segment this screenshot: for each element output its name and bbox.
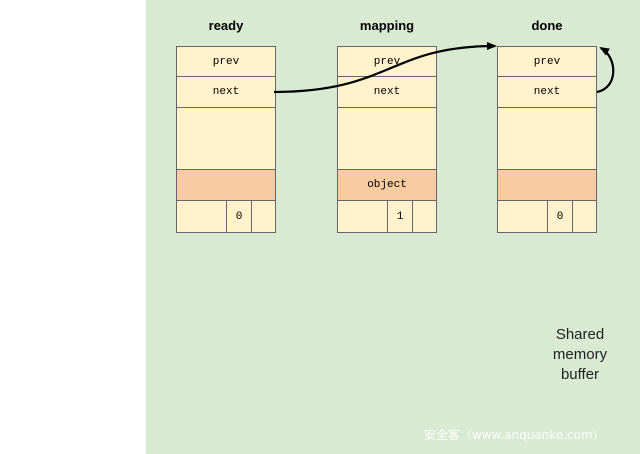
node-body — [498, 108, 596, 170]
node-title-done: done — [531, 18, 563, 33]
node-mapping: prev next object 1 — [337, 46, 437, 233]
node-body — [338, 108, 436, 170]
label-line: Shared — [555, 326, 605, 343]
node-title-mapping: mapping — [359, 18, 415, 33]
object-band — [177, 170, 275, 201]
ref-counter: 0 — [226, 201, 252, 232]
shared-memory-label: Shared memory buffer — [540, 325, 620, 385]
ref-counter: 0 — [547, 201, 573, 232]
next-field: next — [498, 77, 596, 108]
object-band — [498, 170, 596, 201]
node-body — [177, 108, 275, 170]
node-ready: prev next 0 — [176, 46, 276, 233]
ref-counter: 1 — [387, 201, 413, 232]
self-loop-arrow — [596, 46, 615, 94]
prev-field: prev — [177, 47, 275, 77]
label-line: buffer — [560, 366, 600, 383]
label-line: memory — [552, 346, 608, 363]
next-field: next — [177, 77, 275, 108]
watermark: 安全客（www.anquanke.com） — [424, 428, 605, 442]
node-title-ready: ready — [208, 18, 244, 33]
prev-field: prev — [498, 47, 596, 77]
node-done: prev next 0 — [497, 46, 597, 233]
next-pointer-arrow — [273, 42, 497, 94]
prev-field: prev — [338, 47, 436, 77]
next-field: next — [338, 77, 436, 108]
object-band: object — [338, 170, 436, 201]
